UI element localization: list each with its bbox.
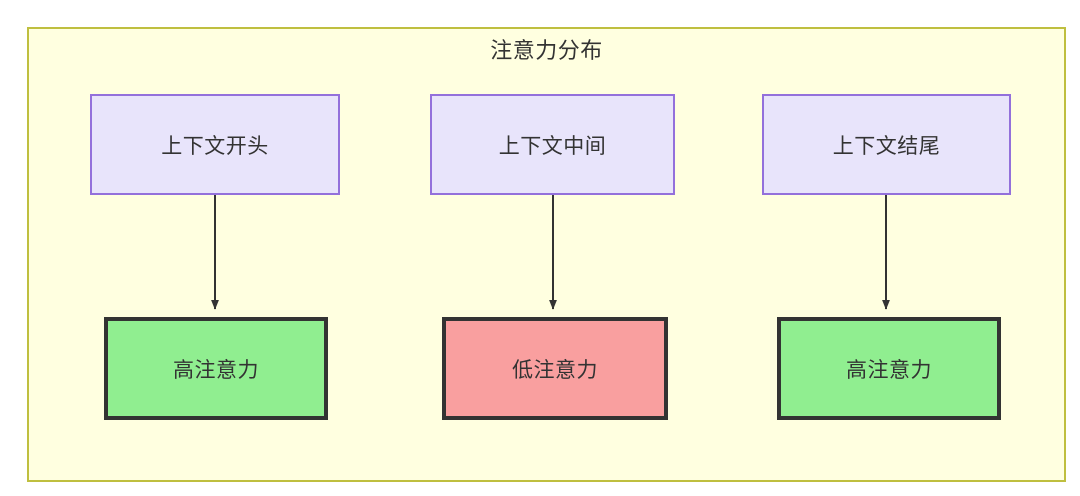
subgraph-title: 注意力分布 [490,38,603,63]
node-low-attention-middle[interactable]: 低注意力 [442,317,668,420]
node-context-middle[interactable]: 上下文中间 [430,94,675,195]
node-context-end[interactable]: 上下文结尾 [762,94,1011,195]
attention-distribution-subgraph: 注意力分布 上下文开头 上下文中间 上下文结尾 高注意力 低注意力 高注意力 [27,27,1066,482]
node-context-start[interactable]: 上下文开头 [90,94,340,195]
node-high-attention-end[interactable]: 高注意力 [777,317,1001,420]
node-high-attention-start[interactable]: 高注意力 [104,317,328,420]
